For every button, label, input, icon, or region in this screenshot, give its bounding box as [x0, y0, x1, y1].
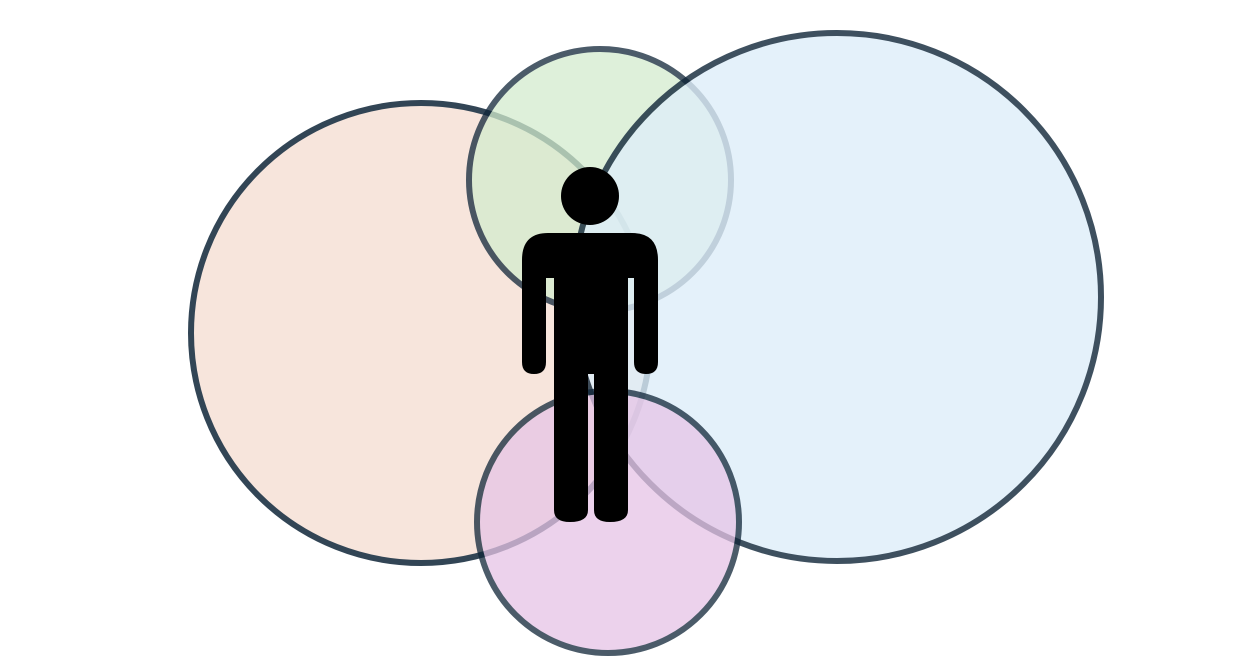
person-icon — [522, 167, 658, 522]
